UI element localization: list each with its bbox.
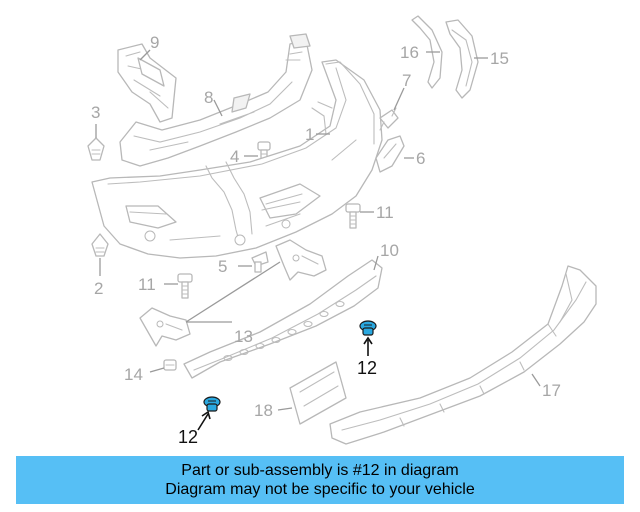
part-1-bumper-cover[interactable] bbox=[91, 59, 383, 259]
callout-2: 2 bbox=[94, 279, 103, 298]
part-11-bolt-lower[interactable] bbox=[177, 273, 193, 299]
banner-line-1: Part or sub-assembly is #12 in diagram bbox=[181, 462, 459, 479]
banner-line-2: Diagram may not be specific to your vehi… bbox=[165, 481, 475, 498]
part-12-clip-left[interactable] bbox=[203, 396, 221, 412]
part-2-clip[interactable] bbox=[91, 233, 109, 257]
callout-18: 18 bbox=[254, 401, 273, 420]
leader-13 bbox=[185, 261, 281, 323]
part-18-plate-bracket[interactable] bbox=[289, 361, 347, 425]
leader-10 bbox=[373, 255, 379, 271]
leader-14 bbox=[149, 367, 165, 373]
leader-9 bbox=[139, 49, 151, 61]
callout-14: 14 bbox=[124, 365, 143, 384]
callout-16: 16 bbox=[400, 43, 419, 62]
callout-11-upper: 11 bbox=[376, 203, 394, 222]
callout-11-lower: 11 bbox=[138, 275, 156, 294]
leader-18 bbox=[277, 407, 293, 411]
callout-12-right: 12 bbox=[357, 358, 377, 378]
part-11-bolt-upper[interactable] bbox=[345, 203, 361, 229]
callout-8: 8 bbox=[204, 88, 213, 107]
part-6-cap[interactable] bbox=[375, 135, 405, 173]
part-3-clip[interactable] bbox=[87, 137, 105, 161]
part-12-clip-right[interactable] bbox=[359, 320, 377, 336]
callout-15: 15 bbox=[490, 49, 509, 68]
leader-8 bbox=[213, 99, 223, 117]
arrow-12-left bbox=[201, 410, 211, 420]
part-13-bracket-upper[interactable] bbox=[275, 239, 327, 281]
part-13-bracket-lower[interactable] bbox=[139, 307, 191, 347]
part-9-bracket[interactable] bbox=[117, 43, 177, 123]
callout-12-left: 12 bbox=[178, 427, 198, 447]
leader-7 bbox=[393, 87, 405, 111]
part-7-clip[interactable] bbox=[379, 107, 399, 131]
callout-13: 13 bbox=[234, 327, 253, 346]
part-15-trim[interactable] bbox=[445, 19, 479, 99]
part-16-trim[interactable] bbox=[411, 15, 443, 89]
leader-12-left bbox=[197, 413, 209, 431]
part-10-reinforcement[interactable] bbox=[183, 259, 383, 379]
info-banner: Part or sub-assembly is #12 in diagram D… bbox=[16, 456, 624, 504]
callout-4: 4 bbox=[230, 147, 239, 166]
leader-17 bbox=[531, 373, 541, 387]
callout-5: 5 bbox=[218, 257, 227, 276]
callout-10: 10 bbox=[380, 241, 399, 260]
callout-3: 3 bbox=[91, 103, 100, 122]
part-8-absorber[interactable] bbox=[119, 33, 313, 167]
arrow-12-right bbox=[363, 336, 373, 345]
callout-9: 9 bbox=[150, 33, 159, 52]
callout-1: 1 bbox=[305, 125, 314, 144]
callout-6: 6 bbox=[416, 149, 425, 168]
callout-7: 7 bbox=[402, 71, 411, 90]
part-17-spoiler[interactable] bbox=[329, 265, 597, 445]
part-14-bolt[interactable] bbox=[163, 359, 177, 371]
part-5-bolt[interactable] bbox=[251, 251, 269, 273]
parts-diagram: 9 8 3 4 1 bbox=[87, 15, 597, 447]
callout-17: 17 bbox=[542, 381, 561, 400]
